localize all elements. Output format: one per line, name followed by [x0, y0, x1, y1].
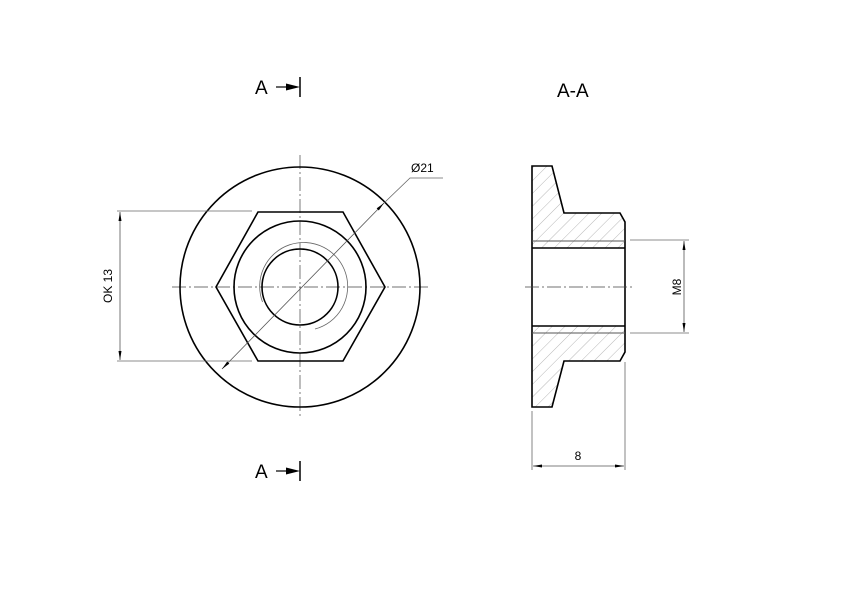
across-flats-label: OK 13 [101, 269, 115, 303]
section-arrow-head-bottom [286, 467, 300, 475]
section-marker-top: A [255, 77, 301, 99]
flange-circle [179, 166, 421, 408]
lower-section-hatch [532, 326, 625, 407]
section-marker-bottom: A [255, 461, 301, 483]
section-letter-top: A [255, 78, 268, 99]
thread-label: M8 [670, 278, 684, 295]
diameter-leader [383, 177, 443, 204]
length-label: 8 [575, 449, 582, 463]
diameter-label: Ø21 [411, 161, 434, 175]
section-title: A-A [557, 81, 589, 102]
front-view: Ø21 OK 13 [101, 155, 443, 418]
section-view: M8 8 [525, 165, 689, 470]
upper-section-hatch [532, 166, 625, 248]
hexagon-outline [215, 211, 386, 362]
section-outline [531, 165, 626, 408]
diameter-dimension-line [221, 202, 385, 370]
section-letter-bottom: A [255, 462, 268, 483]
section-arrow-head-top [286, 83, 300, 91]
